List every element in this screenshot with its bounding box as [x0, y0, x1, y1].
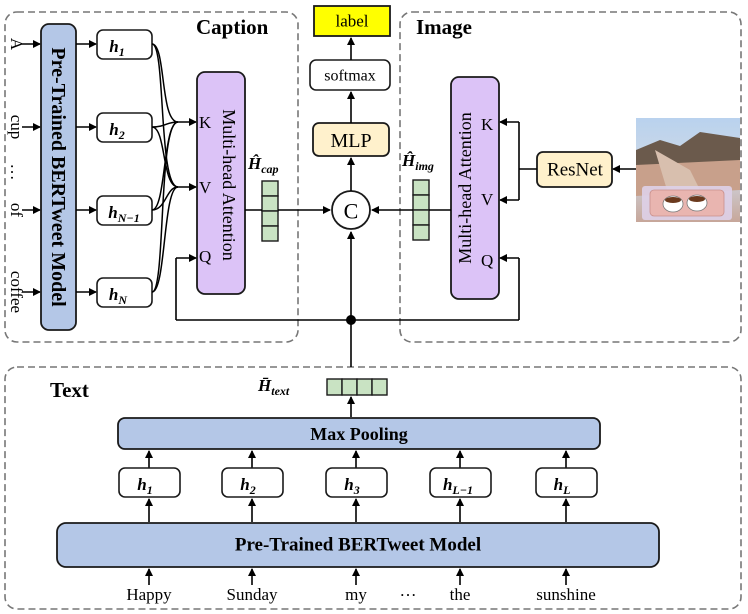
text-token-happy: Happy: [126, 585, 172, 604]
image-output-vector: [412, 179, 430, 241]
image-attention-v: V: [481, 190, 494, 209]
caption-hidden-h2: h2: [96, 112, 153, 143]
svg-text:h1: h1: [137, 475, 152, 497]
svg-text:hN: hN: [109, 285, 128, 307]
softmax-label: softmax: [324, 68, 376, 85]
caption-attention-k: K: [199, 113, 212, 132]
label-output: [313, 5, 391, 37]
caption-token-ellipsis: …: [7, 164, 26, 181]
svg-text:h3: h3: [344, 475, 359, 497]
svg-text:h2: h2: [109, 120, 124, 142]
svg-text:h1: h1: [109, 37, 124, 59]
text-bertweet-label: Pre-Trained BERTweet Model: [235, 535, 481, 556]
image-multihead-attention: [450, 76, 500, 300]
caption-token-of: of: [7, 203, 26, 218]
caption-output-vector: [261, 180, 279, 242]
text-hidden-h2: h2: [221, 450, 284, 522]
image-attention-label: Multi-head Attention: [455, 112, 475, 263]
text-panel-title: Text: [50, 378, 89, 402]
caption-attention-q: Q: [199, 247, 211, 266]
mlp-label: MLP: [330, 130, 371, 152]
svg-text:hL: hL: [554, 475, 571, 497]
text-panel: [4, 366, 742, 610]
text-bertweet-encoder: [56, 522, 660, 568]
caption-panel-title: Caption: [196, 15, 269, 39]
text-hidden-hl-1: hL−1: [429, 450, 492, 522]
text-pooled-vector: [326, 378, 388, 396]
text-token-ellipsis: …: [400, 581, 417, 600]
caption-hidden-hn: hN: [96, 277, 153, 308]
image-attention-q: Q: [481, 251, 493, 270]
label-output-text: label: [335, 12, 368, 31]
text-pooled-label: H̄text: [257, 376, 290, 398]
image-panel-title: Image: [416, 15, 472, 39]
input-image: [636, 118, 740, 222]
caption-hidden-h1: h1: [96, 29, 153, 60]
svg-text:hN−1: hN−1: [108, 203, 139, 225]
svg-text:h2: h2: [240, 475, 255, 497]
caption-bertweet-encoder: [40, 23, 77, 331]
caption-bertweet-label: Pre-Trained BERTweet Model: [47, 47, 69, 307]
resnet-label: ResNet: [547, 160, 604, 181]
text-token-my: my: [345, 585, 367, 604]
text-token-sunshine: sunshine: [536, 585, 596, 604]
caption-attention-v: V: [199, 178, 212, 197]
image-panel: [399, 11, 742, 343]
caption-token-a: A: [7, 38, 26, 51]
text-hidden-hl: hL: [535, 450, 598, 522]
caption-attention-label: Multi-head Attention: [219, 109, 239, 260]
concat-label: C: [344, 199, 359, 224]
text-token-sunday: Sunday: [227, 585, 279, 604]
caption-token-cup: cup: [7, 115, 26, 140]
max-pooling-block: [117, 417, 601, 450]
softmax-block: [309, 59, 391, 91]
caption-hidden-hn-1: hN−1: [96, 195, 153, 226]
text-hidden-h1: h1: [118, 450, 181, 522]
image-output-label: Ĥimg: [401, 151, 434, 173]
caption-multihead-attention: [196, 71, 246, 295]
caption-output-label: Ĥcap: [247, 154, 279, 176]
text-token-the: the: [450, 585, 471, 604]
svg-text:hL−1: hL−1: [443, 475, 473, 497]
junction-dot: [346, 315, 356, 325]
caption-token-coffee: coffee: [7, 271, 26, 313]
caption-panel: [4, 11, 299, 343]
max-pooling-label: Max Pooling: [310, 424, 408, 444]
text-hidden-h3: h3: [325, 450, 388, 522]
image-attention-k: K: [481, 115, 494, 134]
